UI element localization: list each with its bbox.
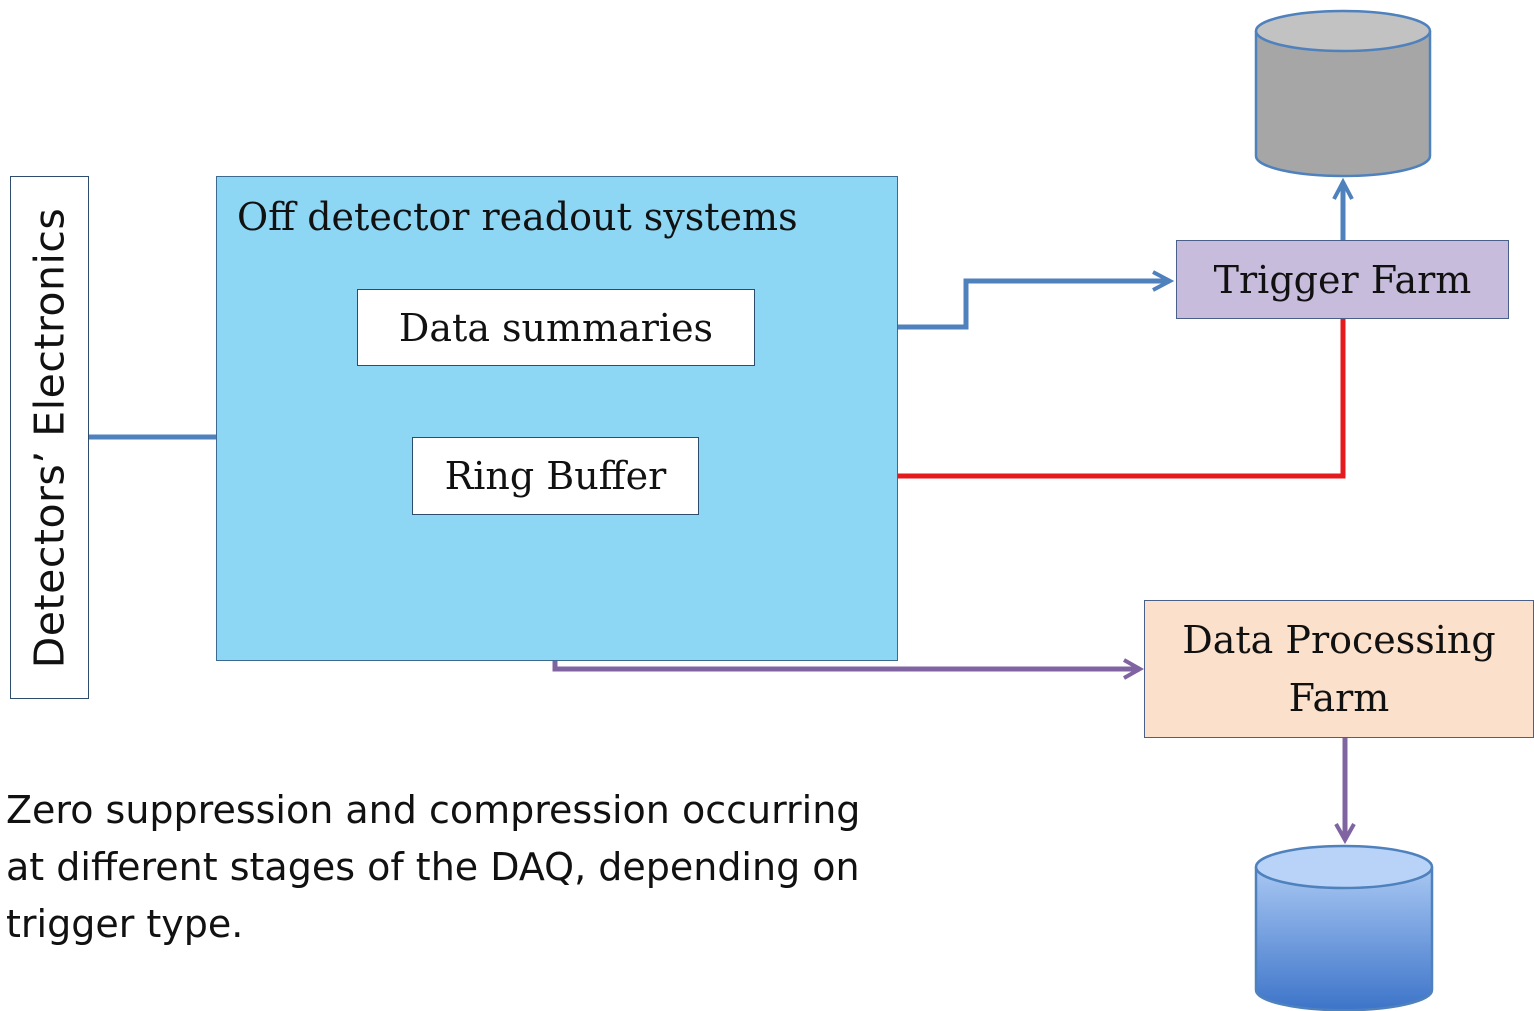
- data-processing-farm-box: Data Processing Farm: [1144, 600, 1534, 738]
- processing-farm-label-line2: Farm: [1288, 676, 1390, 720]
- trigger-farm-box: Trigger Farm: [1176, 240, 1509, 319]
- daq-note: Zero suppression and compression occurri…: [6, 782, 906, 953]
- processed-storage-cylinder-icon: [1254, 844, 1434, 1011]
- ring-buffer-box: Ring Buffer: [412, 437, 699, 515]
- data-summaries-label: Data summaries: [398, 305, 714, 350]
- daq-note-line3: trigger type.: [6, 902, 244, 946]
- readout-title: Off detector readout systems: [237, 195, 798, 239]
- ring-buffer-label: Ring Buffer: [444, 454, 667, 498]
- daq-note-line2: at different stages of the DAQ, dependin…: [6, 845, 860, 889]
- trigger-storage-cylinder-icon: [1254, 9, 1432, 178]
- daq-note-line1: Zero suppression and compression occurri…: [6, 788, 861, 832]
- processing-farm-label-line1: Data Processing: [1182, 618, 1496, 662]
- detectors-electronics-label: Detectors’ Electronics: [25, 207, 74, 668]
- trigger-farm-label: Trigger Farm: [1213, 257, 1472, 302]
- off-detector-readout-box: Off detector readout systems: [216, 176, 898, 661]
- data-summaries-box: Data summaries: [357, 289, 755, 366]
- detectors-electronics-box: Detectors’ Electronics: [10, 176, 89, 699]
